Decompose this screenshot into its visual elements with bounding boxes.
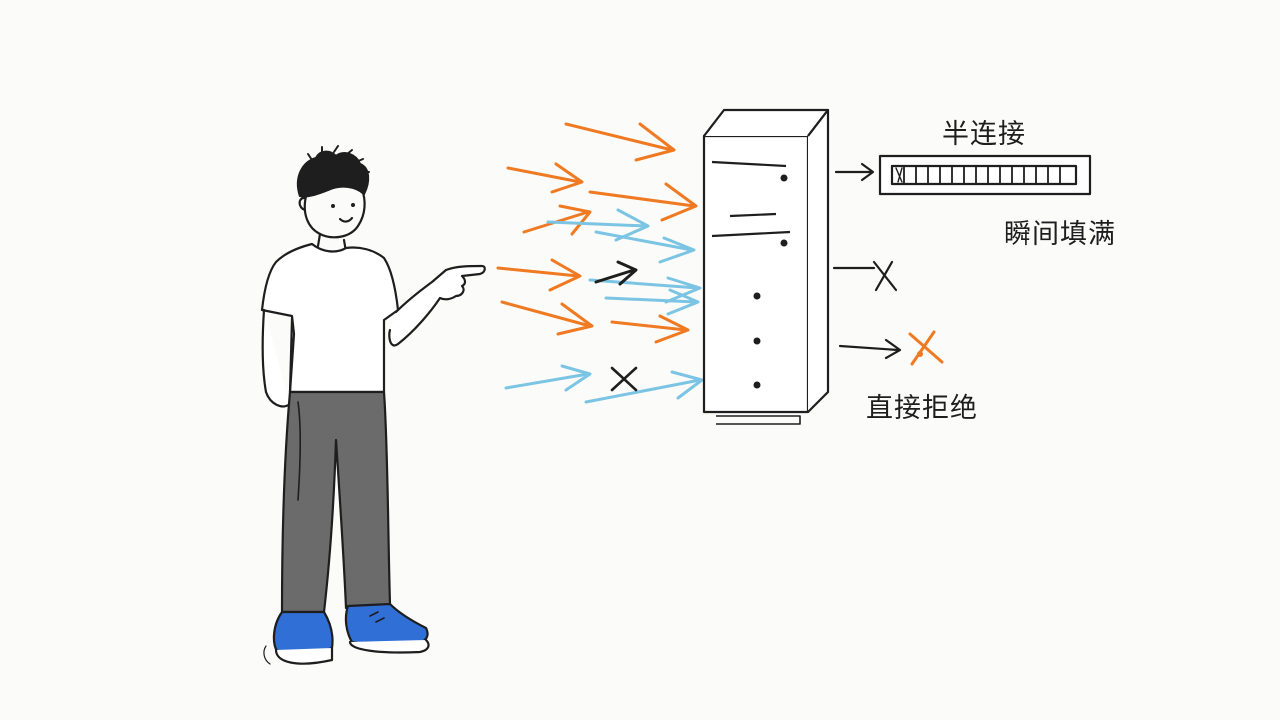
person-pants — [280, 390, 392, 614]
server-tower-icon — [702, 108, 830, 425]
blue-arrows — [504, 208, 704, 404]
person-hair — [296, 150, 370, 198]
instantly-filled-label: 瞬间填满 — [1004, 219, 1116, 250]
person-shirt — [260, 242, 400, 394]
queue-bar-icon — [878, 154, 1092, 196]
person-face — [303, 188, 366, 239]
orange-arrows — [496, 122, 698, 344]
direct-reject-label: 直接拒绝 — [866, 393, 978, 424]
reject-cross-icon — [908, 330, 944, 366]
person — [260, 145, 486, 665]
half-connection-label: 半连接 — [942, 119, 1026, 150]
arrows — [496, 122, 704, 404]
person-shoe-left — [272, 610, 334, 656]
person-shoe-right — [344, 602, 429, 647]
dark-arrows — [594, 260, 638, 286]
cross-icon — [872, 260, 898, 292]
cross-icon — [610, 366, 638, 392]
outputs — [832, 154, 1092, 366]
